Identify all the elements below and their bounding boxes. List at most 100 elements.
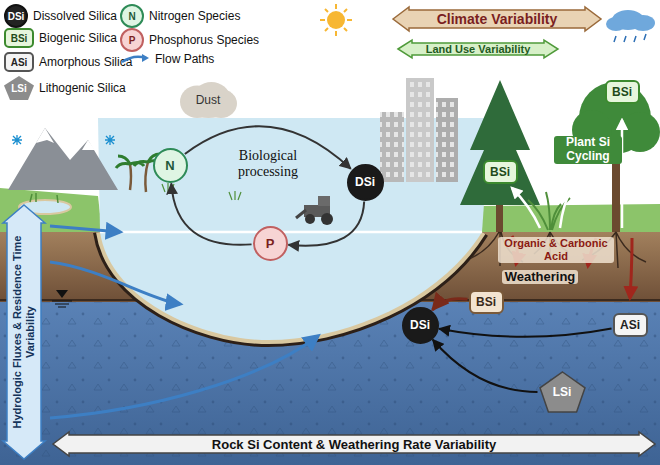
- legend-item: N Nitrogen Species: [120, 4, 240, 28]
- node-text: LSi: [553, 385, 572, 399]
- legend-symbol-text: BSi: [11, 33, 28, 44]
- node-text: DSi: [355, 175, 375, 189]
- node-text: Hydrologic Fluxes & Residence Time Varia…: [11, 222, 36, 442]
- water-table: [56, 290, 68, 298]
- lithogenic-pentagon-shape: [540, 372, 585, 412]
- flow-paths: [50, 226, 318, 418]
- sun: [320, 4, 352, 36]
- species-circle: DSi: [402, 307, 439, 344]
- legend-swatch: N: [120, 4, 144, 28]
- lithogenic-pentagon: LSi: [539, 371, 586, 413]
- legend-text: Nitrogen Species: [149, 9, 240, 23]
- node-text: Rock Si Content & Weathering Rate Variab…: [212, 437, 496, 452]
- legend-swatch: BSi: [4, 28, 34, 48]
- legend-item: LSi Lithogenic Silica: [4, 76, 126, 100]
- label-text: Biological processing: [218, 148, 318, 180]
- variability-banner: Hydrologic Fluxes & Residence Time Varia…: [2, 204, 46, 460]
- variability-banner: Rock Si Content & Weathering Rate Variab…: [52, 431, 656, 457]
- node-text: N: [165, 158, 174, 173]
- legend-swatch: [120, 52, 150, 66]
- sun: [320, 4, 352, 36]
- flow-arrow: [288, 201, 364, 245]
- legend-swatch: LSi: [4, 76, 34, 100]
- plant-si-cycling-arrows: [512, 120, 622, 228]
- legend-symbol-text: N: [128, 11, 135, 22]
- legend-text: Lithogenic Silica: [39, 81, 126, 95]
- flow-paths: [50, 226, 120, 232]
- legend-item: DSiDissolved Silica: [4, 4, 117, 28]
- flow-paths: [50, 262, 180, 304]
- snowflakes: [12, 135, 22, 145]
- flow-arrow: [171, 183, 251, 244]
- tractor: [305, 214, 315, 224]
- legend-swatch: ASi: [4, 52, 34, 72]
- dust-cloud-shape: [182, 93, 233, 118]
- tractor: [321, 213, 333, 225]
- legend-symbol-text: DSi: [8, 11, 25, 22]
- node-text: BSi: [490, 165, 510, 179]
- node-text: Land Use Variability: [426, 43, 531, 55]
- rain-cloud: [614, 34, 646, 42]
- roots: [471, 232, 646, 268]
- dust-cloud-shape: [180, 82, 237, 118]
- variability-banner-shape: [398, 40, 558, 58]
- land: [478, 204, 660, 232]
- legend-symbol-text: P: [129, 35, 136, 46]
- flow-paths: [50, 336, 318, 418]
- pond: [30, 193, 58, 203]
- lake-basin: [100, 231, 482, 234]
- rain-cloud: [606, 17, 626, 31]
- snowflakes: [12, 135, 115, 145]
- label-text: Organic & Carbonic Acid: [501, 237, 611, 262]
- label-text: Plant Si Cycling: [557, 136, 619, 164]
- snowflakes: [105, 135, 115, 145]
- variability-banner-shape: [393, 7, 601, 31]
- legend-item: PPhosphorus Species: [120, 28, 259, 52]
- tractor: [296, 196, 333, 225]
- species-circle: P: [253, 226, 288, 261]
- mountains: [8, 128, 118, 190]
- buildings: [380, 112, 404, 182]
- process-label: Organic & Carbonic Acid: [498, 237, 614, 262]
- legend-swatch: P: [120, 28, 144, 52]
- mountains: [8, 128, 118, 190]
- legend-swatch: [142, 54, 149, 62]
- buildings: [436, 98, 458, 182]
- species-circle: DSi: [347, 164, 384, 201]
- deciduous-tree: [620, 112, 660, 152]
- process-label: Biological processing: [218, 148, 318, 180]
- legend-item: Flow Paths: [120, 52, 214, 66]
- flow-arrow: [439, 329, 611, 337]
- plant-si-cycling-arrows: [512, 188, 540, 228]
- water-table: [52, 301, 72, 307]
- acid-arrows: [630, 238, 632, 298]
- process-label: Plant Si Cycling: [554, 136, 622, 164]
- sun: [327, 11, 345, 29]
- buildings: [406, 78, 434, 182]
- label-text: Weathering: [505, 270, 576, 285]
- legend-symbol-text: ASi: [11, 57, 28, 68]
- variability-banner-shape: [3, 205, 45, 459]
- variability-banner-shape: [53, 432, 655, 456]
- legend-text: Flow Paths: [155, 52, 214, 66]
- buildings: [380, 112, 404, 182]
- silica-box: BSi: [605, 80, 640, 104]
- conifer-tree: [460, 80, 540, 232]
- buildings: [406, 78, 434, 182]
- mountains: [36, 128, 95, 150]
- node-text: ASi: [620, 318, 640, 332]
- silica-box: BSi: [469, 290, 504, 314]
- palm-trees: [130, 162, 148, 192]
- legend-swatch: DSi: [4, 4, 28, 28]
- buildings: [380, 78, 458, 182]
- silica-box: ASi: [613, 313, 648, 337]
- node-text: Climate Variability: [437, 11, 558, 27]
- node-text: DSi: [410, 318, 430, 332]
- dust-cloud: Dust: [180, 82, 237, 118]
- node-text: BSi: [612, 85, 632, 99]
- flow-arrow: [433, 340, 538, 392]
- tractor: [318, 196, 330, 206]
- water-table: [52, 290, 72, 307]
- rain-cloud: [606, 10, 655, 42]
